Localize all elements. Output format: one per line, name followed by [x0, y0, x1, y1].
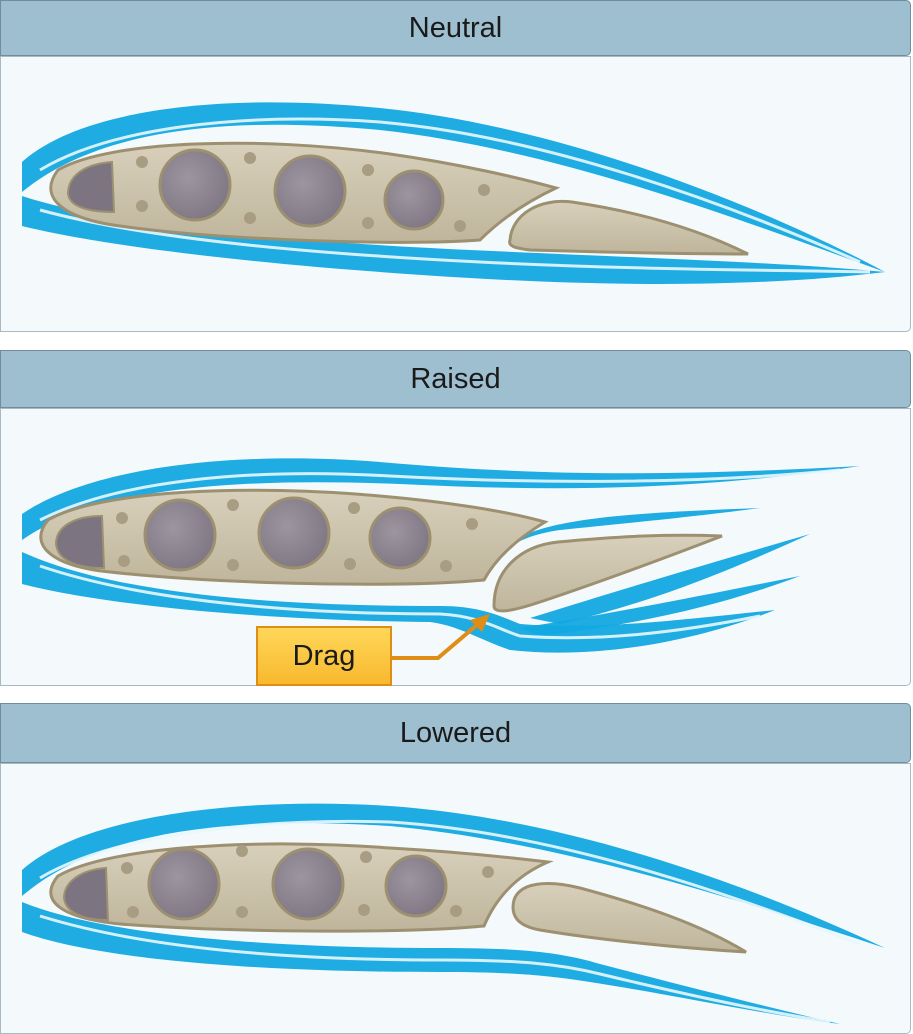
- lightening-hole: [370, 508, 430, 568]
- lightening-hole: [149, 849, 219, 919]
- raised-diagram: [22, 458, 860, 658]
- lightening-hole: [386, 856, 446, 916]
- lowered-diagram: [22, 804, 885, 1024]
- drag-callout: Drag: [256, 626, 392, 686]
- neutral-diagram: [22, 102, 885, 284]
- lightening-hole: [145, 500, 215, 570]
- aileron-lowered: [513, 884, 746, 952]
- lightening-hole: [273, 849, 343, 919]
- drag-callout-label: Drag: [293, 640, 356, 673]
- lightening-hole: [259, 498, 329, 568]
- lightening-hole: [385, 171, 443, 229]
- lightening-hole: [275, 156, 345, 226]
- lightening-hole: [160, 150, 230, 220]
